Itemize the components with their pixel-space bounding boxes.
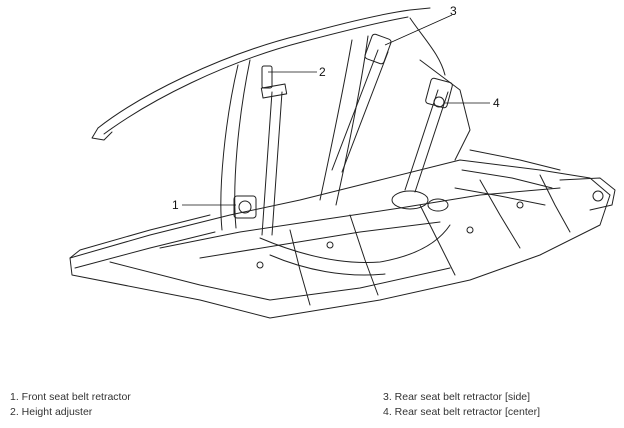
legend-item-rear-side-retractor: 3. Rear seat belt retractor [side] [383,391,531,403]
vehicle-body-line-drawing [69,7,616,319]
height-adjuster [261,65,273,89]
leader-line-3 [384,14,453,46]
legend-item-front-retractor: 1. Front seat belt retractor [10,391,131,403]
legend-item-rear-center-retractor: 4. Rear seat belt retractor [center] [383,406,540,418]
legend-right: 3. Rear seat belt retractor [side] 4. Re… [383,390,540,420]
callout-3: 3 [450,4,457,18]
front-belt-webbing [261,91,273,236]
legend-item-height-adjuster: 2. Height adjuster [10,406,93,418]
rear-center-belt [404,89,439,191]
rear-side-belt [331,49,379,171]
roof-rail [97,7,431,129]
callout-2: 2 [319,65,326,79]
floor-pan [69,159,611,259]
a-pillar [220,64,239,231]
callout-4: 4 [493,96,500,110]
b-pillar [319,39,353,201]
legend-left: 1. Front seat belt retractor 2. Height a… [10,390,131,420]
callout-1: 1 [172,198,179,212]
front-retractor [233,195,257,219]
